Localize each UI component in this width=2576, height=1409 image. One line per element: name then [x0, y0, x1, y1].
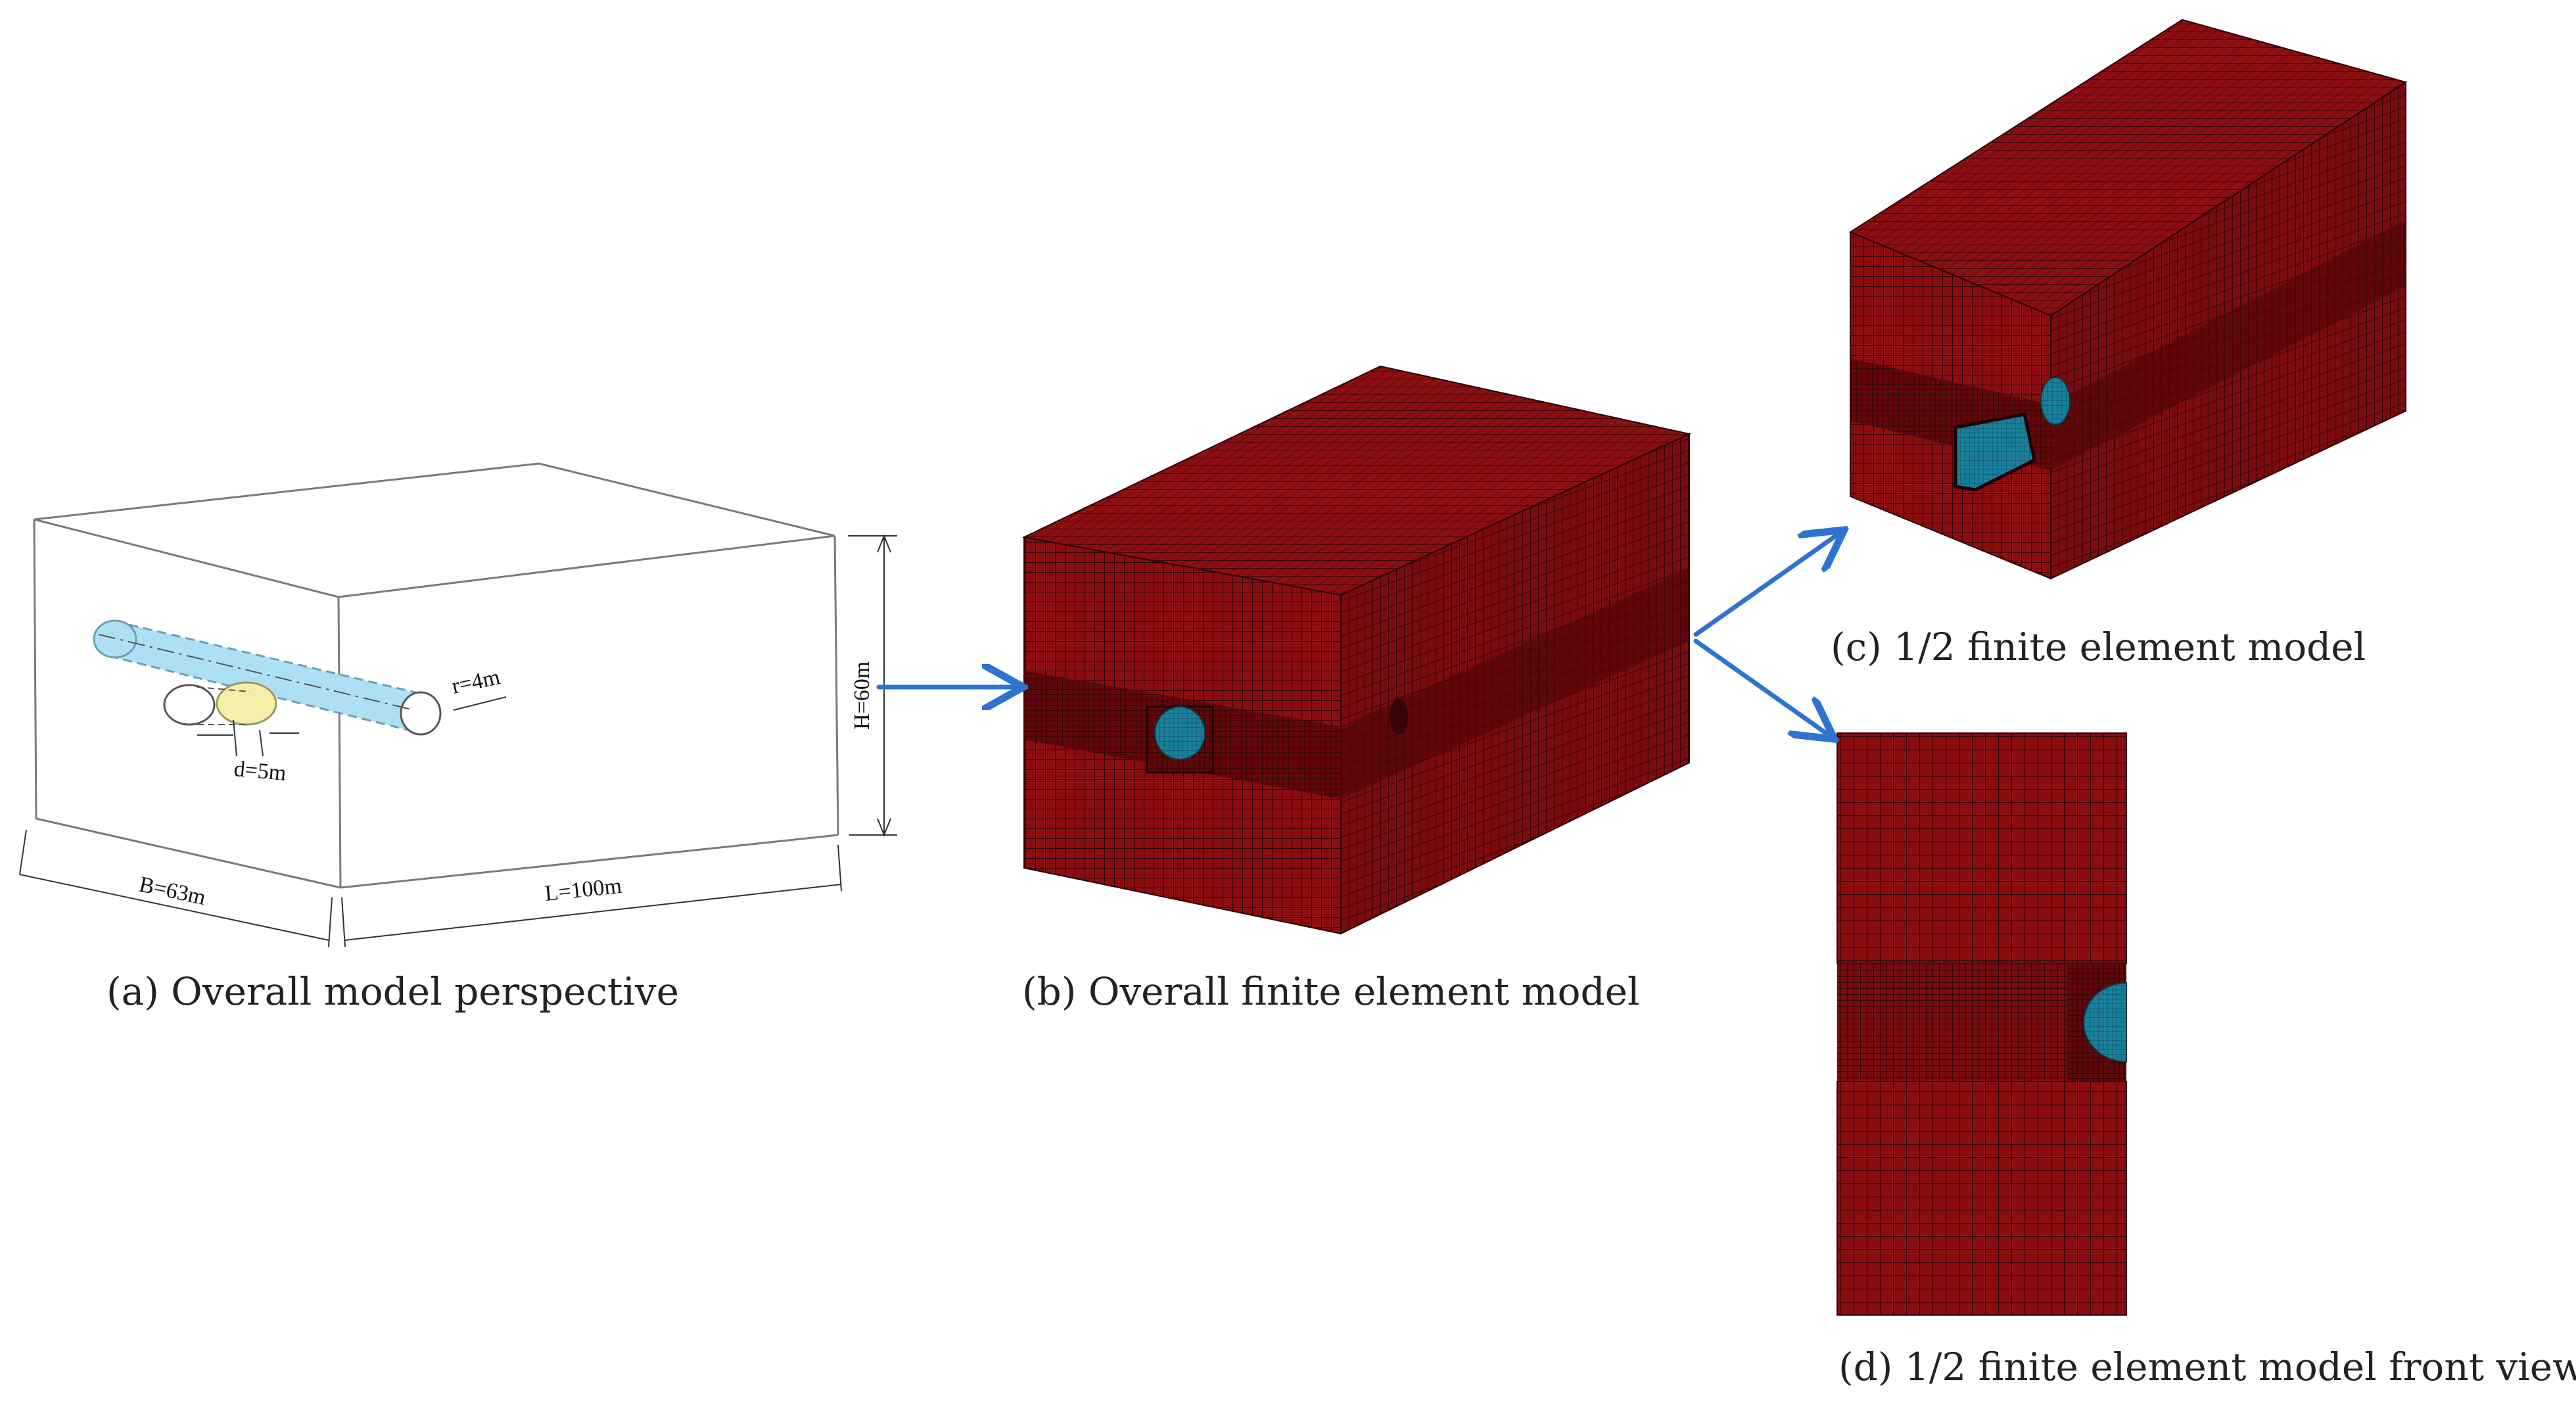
front-mesh-lower — [1837, 1081, 2127, 1316]
caption-d: (d) 1/2 finite element model front view — [1838, 1345, 2576, 1389]
half-dense-band-side — [2051, 220, 2406, 470]
panel-b-fe-model — [1021, 365, 1692, 935]
model-box-outline — [33, 462, 839, 889]
b-dimension-label: B=63m — [137, 872, 208, 910]
lower-tunnel-sketch — [163, 681, 277, 726]
caption-c: (c) 1/2 finite element model — [1831, 625, 2366, 669]
arrow-b-to-c — [1693, 533, 1840, 637]
half-tunnel-end — [2040, 377, 2071, 425]
dimension-lines — [19, 534, 897, 947]
panel-a-sketch: r=4m d=5m H=60m B=63m L=100m — [19, 462, 897, 947]
fe-tunnel-side-hint — [1390, 698, 1408, 735]
d-dimension-label: d=5m — [233, 757, 287, 786]
front-mesh-upper — [1837, 732, 2127, 964]
panel-c-half-model — [1848, 18, 2408, 580]
h-dimension-label: H=60m — [850, 661, 874, 730]
fe-tunnel-section — [1154, 706, 1206, 760]
half-tunnel-section — [1954, 412, 2036, 492]
l-dimension-label: L=100m — [544, 874, 623, 906]
flow-arrows — [876, 533, 1840, 736]
arrow-b-to-d — [1693, 638, 1831, 736]
caption-b: (b) Overall finite element model — [1022, 969, 1640, 1014]
front-tunnel-half-circle — [2083, 982, 2127, 1063]
upper-tunnel-sketch — [93, 619, 442, 736]
r-dimension-label: r=4m — [450, 665, 502, 699]
panel-d-front-view — [1837, 732, 2127, 1316]
caption-a: (a) Overall model perspective — [106, 969, 679, 1014]
fe-dense-band-side — [1341, 569, 1689, 799]
